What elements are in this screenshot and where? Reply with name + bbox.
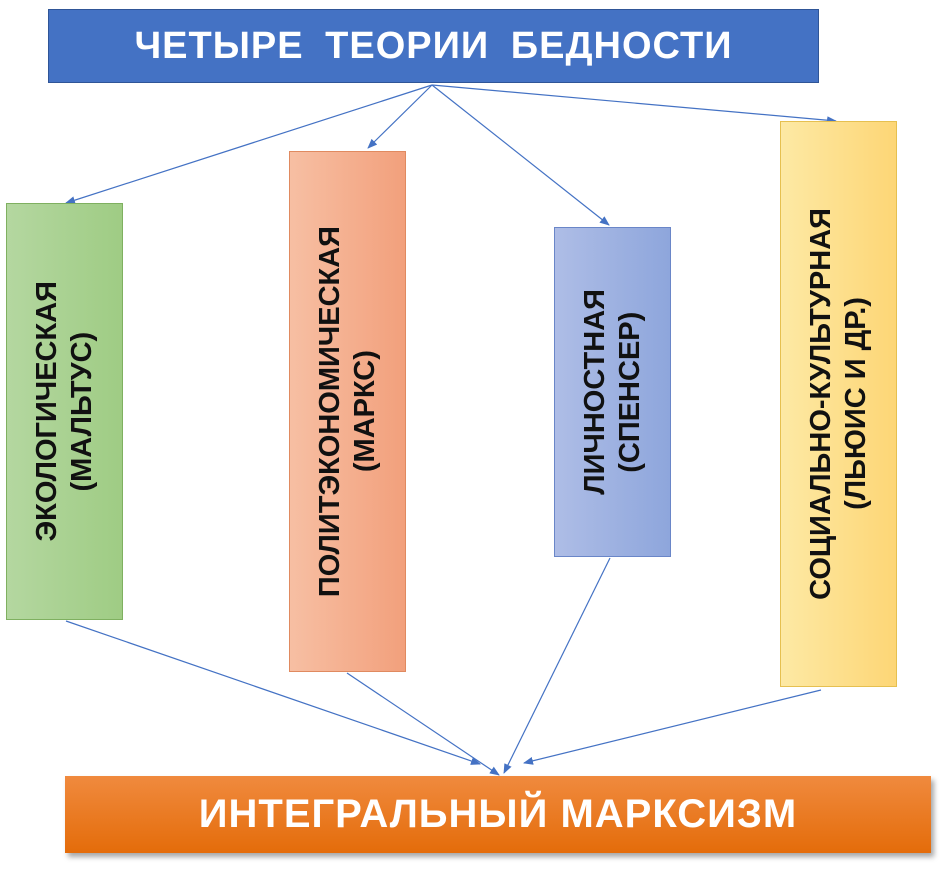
arrow-sociocultural-to-result: [523, 689, 822, 765]
theory-author: (МАЛЬТУС): [65, 331, 98, 492]
result-label: ИНТЕГРАЛЬНЫЙ МАРКСИЗМ: [198, 792, 798, 836]
theory-box-personal: ЛИЧНОСТНАЯ (СПЕНСЕР): [554, 227, 671, 557]
theory-box-political-economic: ПОЛИТЭКОНОМИЧЕСКАЯ (МАРКС): [289, 151, 406, 672]
theory-author: (ЛЬЮИС И ДР.): [839, 297, 872, 511]
theory-name: СОЦИАЛЬНО-КУЛЬТУРНАЯ: [804, 208, 837, 600]
theory-author: (МАРКС): [348, 350, 381, 473]
arrow-title-to-sociocultural: [431, 84, 837, 125]
arrow-ecological-to-result: [65, 620, 481, 765]
theory-name: ПОЛИТЭКОНОМИЧЕСКАЯ: [313, 225, 346, 598]
arrow-political-to-result: [346, 672, 500, 776]
arrow-personal-to-result: [503, 557, 611, 774]
diagram-title: ЧЕТЫРЕ ТЕОРИИ БЕДНОСТИ: [134, 24, 733, 67]
result-box: ИНТЕГРАЛЬНЫЙ МАРКСИЗМ: [65, 776, 931, 853]
theory-name: ЭКОЛОГИЧЕСКАЯ: [30, 281, 63, 542]
theory-author: (СПЕНСЕР): [613, 311, 646, 473]
diagram-title-box: ЧЕТЫРЕ ТЕОРИИ БЕДНОСТИ: [48, 9, 819, 83]
theory-box-sociocultural: СОЦИАЛЬНО-КУЛЬТУРНАЯ (ЛЬЮИС И ДР.): [780, 121, 897, 687]
arrow-title-to-political: [367, 84, 433, 149]
arrow-title-to-personal: [431, 84, 610, 226]
theory-name: ЛИЧНОСТНАЯ: [578, 289, 611, 495]
theory-box-ecological: ЭКОЛОГИЧЕСКАЯ (МАЛЬТУС): [6, 203, 123, 620]
arrow-title-to-ecological: [65, 84, 433, 205]
